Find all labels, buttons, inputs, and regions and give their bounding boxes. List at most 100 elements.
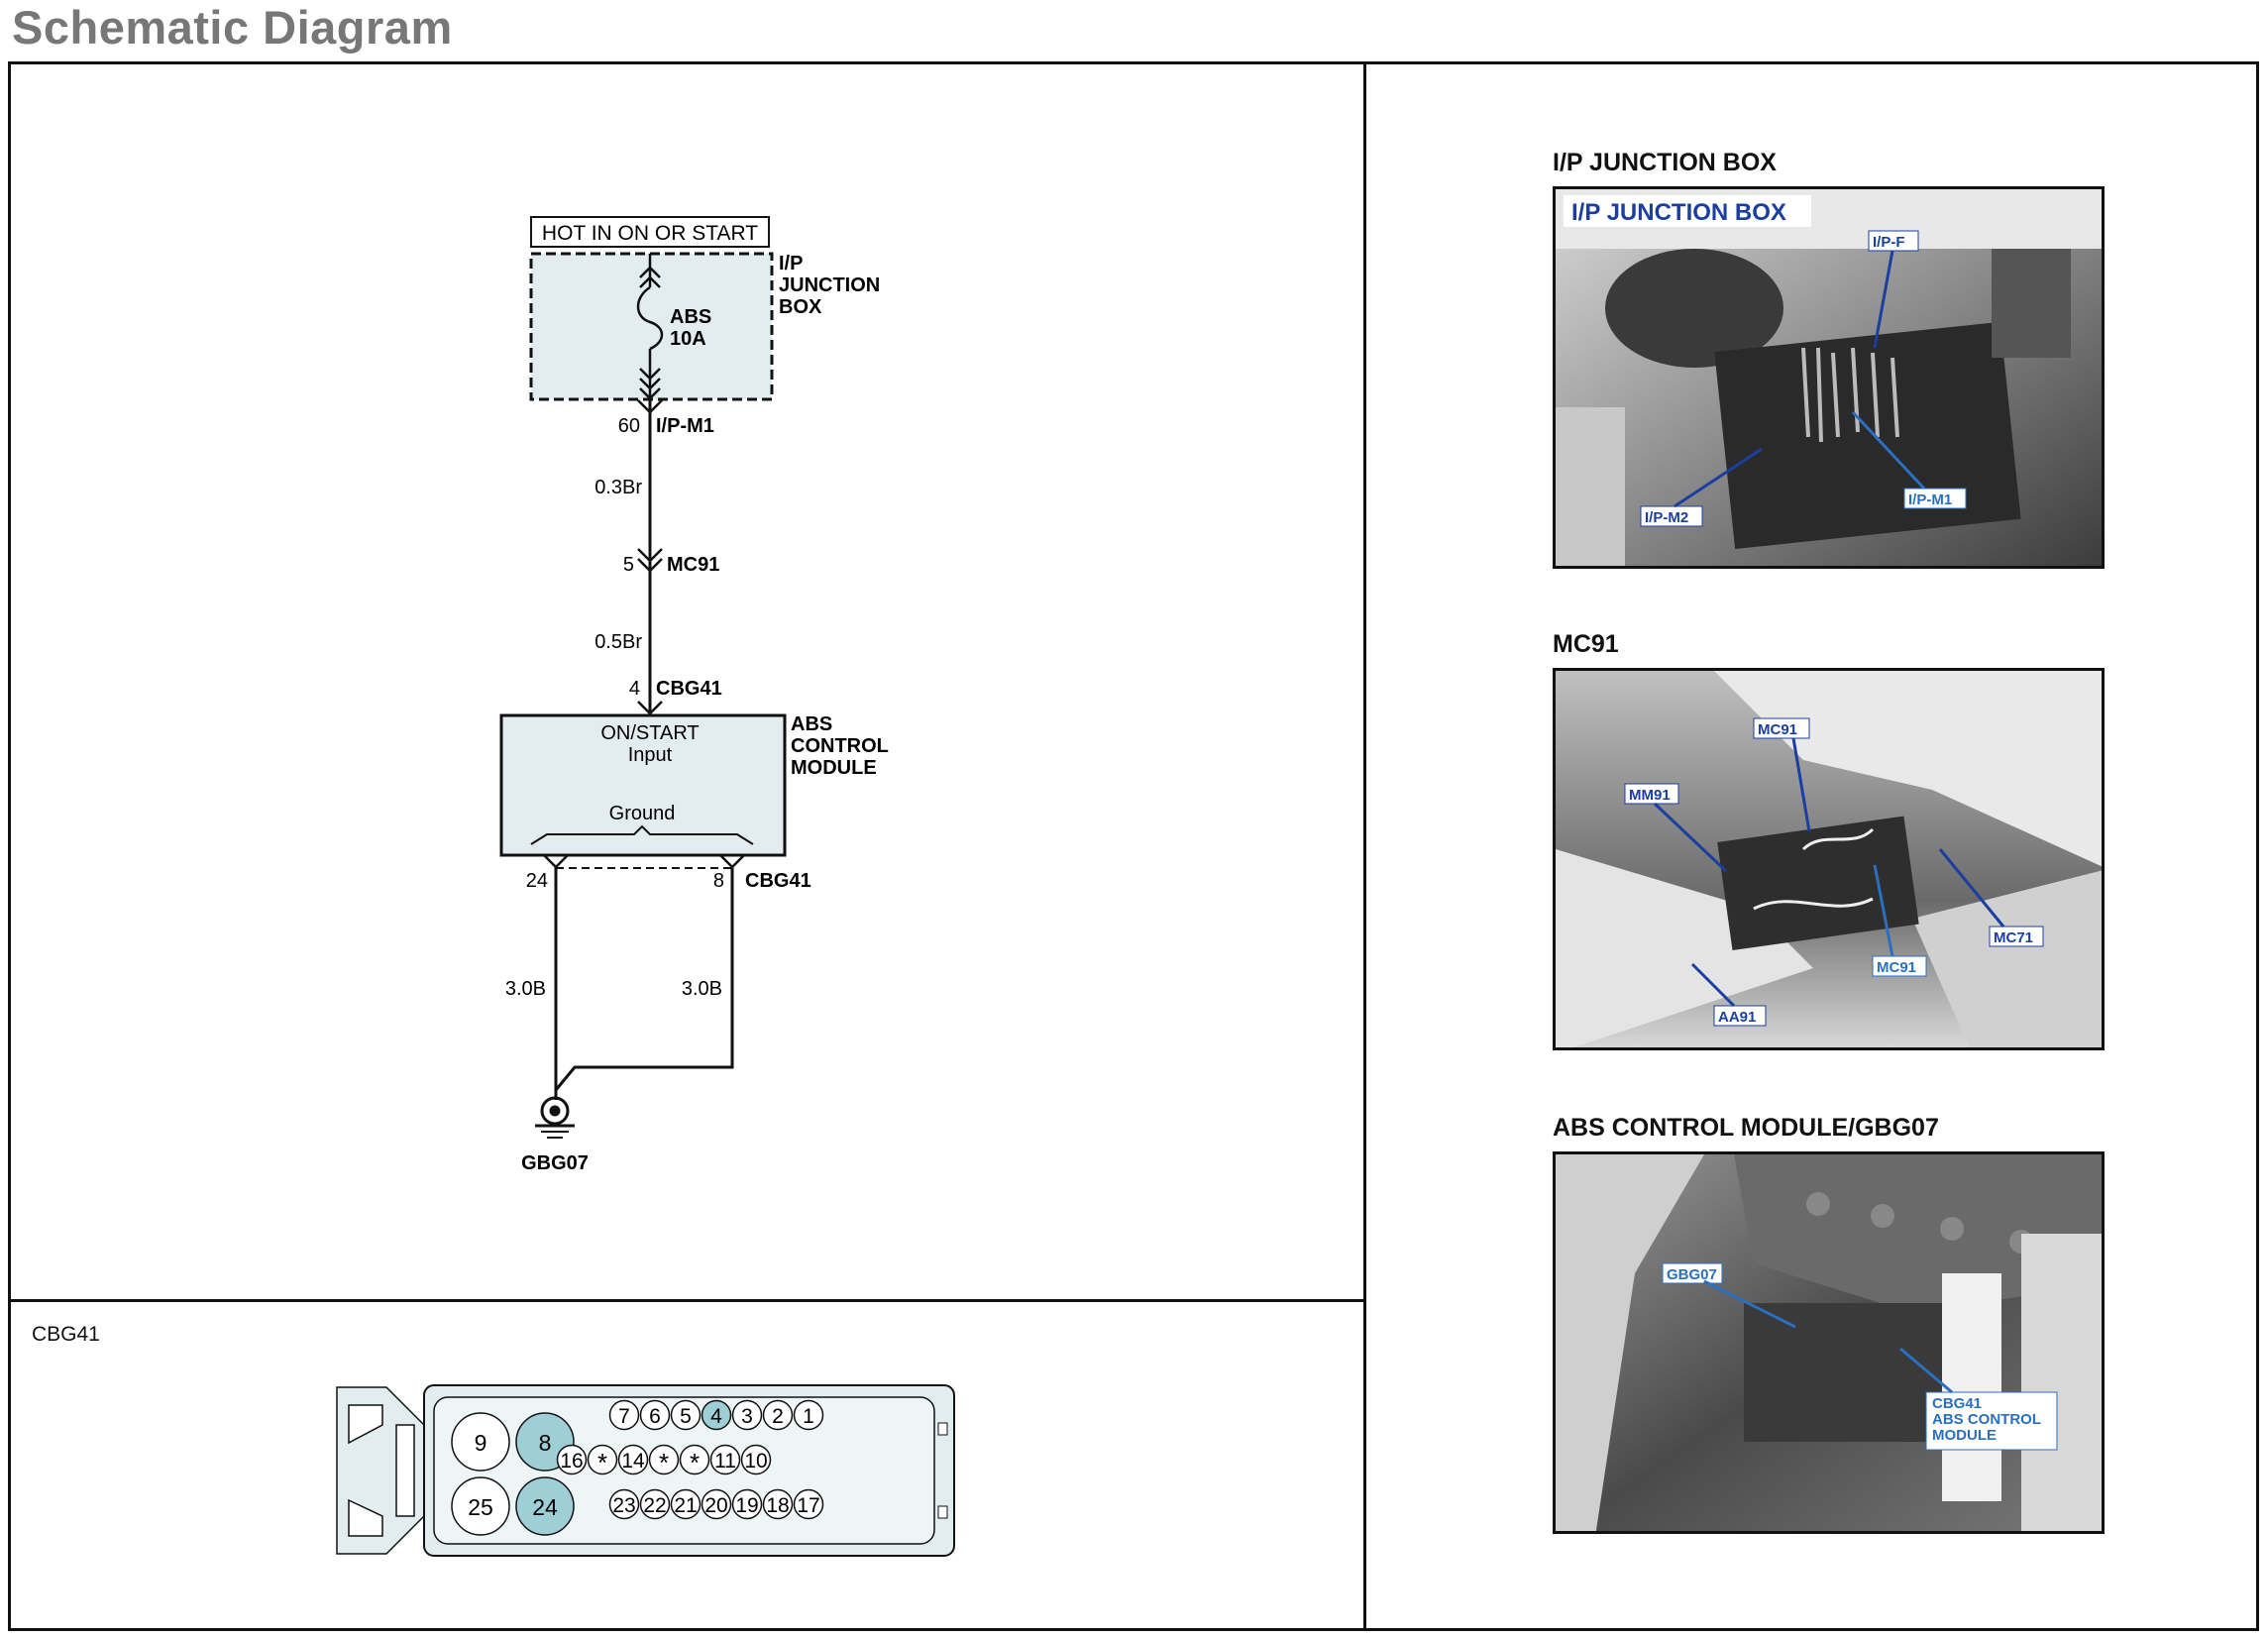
small-pin: * [587, 1444, 618, 1477]
module-input-label-2: Input [628, 744, 673, 766]
ground-pin-left: 24 [526, 870, 548, 892]
photo1-inner-title: I/P JUNCTION BOX [1571, 199, 1786, 226]
ground-pin-right: 8 [713, 870, 724, 892]
small-pin-label: 23 [612, 1494, 635, 1517]
module-name-1: ABS [791, 713, 832, 735]
svg-text:8: 8 [539, 1430, 552, 1456]
small-pin: 4 [701, 1399, 732, 1431]
small-pin-label: 6 [649, 1405, 661, 1428]
small-pin: 3 [731, 1399, 763, 1431]
power-source-label: HOT IN ON OR START [542, 222, 758, 245]
wire2-label: 0.5Br [594, 631, 642, 653]
photo2-callouts: MC91 MM91 MC91 MC71 AA91 [1624, 717, 2044, 1027]
small-pin-label: 11 [714, 1450, 736, 1473]
module-input-label-1: ON/START [600, 722, 699, 744]
small-pin-label: 21 [674, 1494, 697, 1517]
svg-text:MC91: MC91 [1758, 721, 1797, 738]
svg-text:MODULE: MODULE [1932, 1427, 1997, 1444]
fuse-label-2: 10A [670, 328, 706, 350]
photo-mc91-svg: MC91 MM91 MC91 MC71 AA91 [1556, 671, 2102, 1047]
small-pin: 22 [639, 1488, 671, 1520]
wire1-label: 0.3Br [594, 477, 642, 498]
photo-abs-svg: GBG07 CBG41 ABS CONTROL MODULE [1556, 1154, 2102, 1531]
small-pin: 17 [793, 1488, 824, 1520]
module-name-3: MODULE [791, 757, 877, 779]
ground-symbol-icon [535, 1096, 575, 1139]
module-ground-label: Ground [609, 803, 676, 824]
connector-title: CBG41 [32, 1323, 100, 1346]
small-pin-label: 7 [618, 1405, 630, 1428]
svg-text:GBG07: GBG07 [1667, 1266, 1717, 1283]
svg-text:CBG41: CBG41 [1932, 1395, 1982, 1412]
small-pin-label: 4 [710, 1405, 722, 1428]
photo-label-junction: I/P JUNCTION BOX [1553, 149, 1777, 176]
conn1-pin: 60 [618, 415, 640, 437]
small-pin-label: 3 [741, 1405, 753, 1428]
small-pin-label: 14 [621, 1450, 645, 1473]
photo-label-abs: ABS CONTROL MODULE/GBG07 [1553, 1114, 1939, 1142]
small-pin: 20 [701, 1488, 732, 1520]
ground-conn-name: CBG41 [745, 870, 811, 892]
fuse-label-1: ABS [670, 306, 711, 328]
small-pin-label: 19 [735, 1494, 758, 1517]
connector-ipm1-icon [637, 399, 663, 414]
large-pin-24: 24 [515, 1476, 575, 1536]
large-pin-9: 9 [451, 1412, 510, 1472]
junction-box-label-3: BOX [779, 296, 822, 318]
small-pin: 7 [608, 1399, 640, 1431]
small-pin-label: 1 [803, 1405, 814, 1428]
small-pin: 18 [762, 1488, 794, 1520]
photo-abs-module: GBG07 CBG41 ABS CONTROL MODULE [1553, 1151, 2105, 1534]
large-pin-25: 25 [451, 1476, 510, 1536]
conn1-name: I/P-M1 [656, 415, 714, 437]
svg-text:MC91: MC91 [1877, 959, 1916, 976]
power-source-box [530, 216, 770, 248]
module-name-2: CONTROL [791, 735, 889, 757]
junction-box-label-1: I/P [779, 253, 803, 274]
small-pin-label: 22 [643, 1494, 666, 1517]
small-pin: 14 [617, 1444, 649, 1475]
photo3-callouts: GBG07 CBG41 ABS CONTROL MODULE [1662, 1262, 2058, 1451]
connector-mc91-icon [637, 548, 663, 563]
diagram-frame [8, 61, 2259, 1631]
connector-latch [336, 1386, 425, 1555]
conn3-name: CBG41 [656, 678, 722, 700]
small-pin-label: 18 [766, 1494, 789, 1517]
page-title: Schematic Diagram [12, 1, 453, 54]
svg-text:I/P-F: I/P-F [1873, 234, 1905, 251]
svg-text:9: 9 [475, 1430, 487, 1456]
svg-text:I/P-M2: I/P-M2 [1645, 509, 1688, 526]
small-pin: 2 [762, 1399, 794, 1431]
svg-text:25: 25 [468, 1494, 493, 1520]
photo-junction-svg: I/P JUNCTION BOX I/P-F I/P-M2 I/P-M1 [1556, 189, 2102, 566]
svg-text:MC71: MC71 [1994, 929, 2033, 946]
small-pin-label: 2 [772, 1405, 784, 1428]
photo-label-mc91: MC91 [1553, 630, 1619, 658]
ground-pin-8-icon [719, 854, 745, 869]
connector-cbg41-top-icon [637, 701, 663, 715]
wire3-right-label: 3.0B [682, 978, 722, 1000]
conn2-pin: 5 [623, 554, 634, 576]
photo-junction-box: I/P JUNCTION BOX I/P-F I/P-M2 I/P-M1 [1553, 186, 2105, 569]
conn3-pin: 4 [629, 678, 640, 700]
svg-text:24: 24 [532, 1494, 558, 1520]
abs-module-box [499, 713, 787, 857]
small-pin-label: 10 [744, 1450, 767, 1473]
svg-text:AA91: AA91 [1718, 1009, 1756, 1026]
small-pin: 10 [740, 1444, 772, 1475]
small-pin-label: * [597, 1448, 607, 1477]
small-pin-label: 5 [680, 1405, 692, 1428]
fuse-icon [636, 254, 664, 400]
small-pin: 16 [556, 1444, 588, 1475]
small-pin: 23 [608, 1488, 640, 1520]
module-ground-bracket [530, 824, 754, 845]
horizontal-divider [8, 1299, 1365, 1302]
small-pin: 11 [709, 1444, 741, 1475]
small-pin: 6 [639, 1399, 671, 1431]
small-pin-label: * [659, 1448, 669, 1477]
small-pin: * [679, 1444, 710, 1477]
junction-box-label-2: JUNCTION [779, 274, 880, 296]
ground-pin-24-icon [543, 854, 569, 869]
small-pin-label: 16 [560, 1450, 583, 1473]
